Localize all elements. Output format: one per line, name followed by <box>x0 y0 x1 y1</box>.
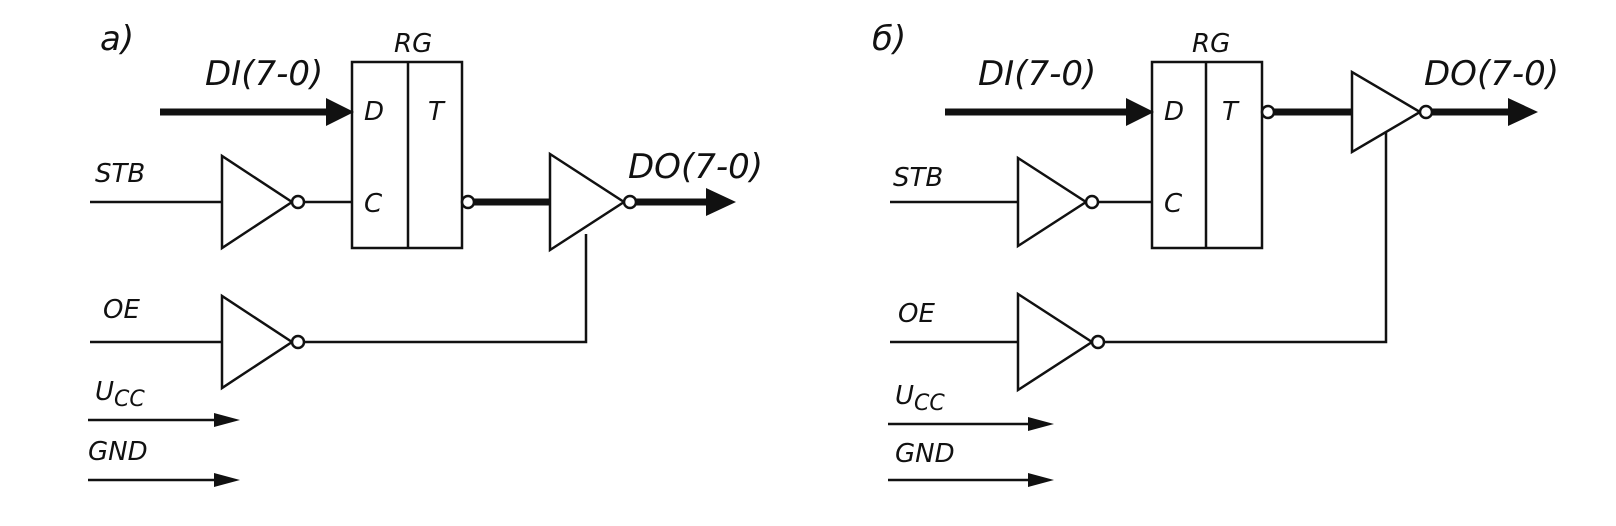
pin-d-a: D <box>364 97 384 127</box>
strobe-inverter-a <box>220 153 295 251</box>
register-output-bubble-b <box>1260 104 1276 120</box>
input-bus-arrow-b <box>1126 98 1154 126</box>
input-bus-arrow-a <box>326 98 354 126</box>
register-output-bubble-a <box>460 194 476 210</box>
output-buffer-a <box>548 151 627 253</box>
pin-c-b: C <box>1164 189 1183 219</box>
panel-label-a: а) <box>100 19 134 59</box>
strobe-label-a: STB <box>95 159 145 189</box>
strobe-inverter-b <box>1016 155 1089 249</box>
power-arrow-a <box>214 413 240 427</box>
enable-label-a: OE <box>103 295 140 325</box>
strobe-label-b: STB <box>893 163 943 193</box>
pin-t-b: T <box>1222 97 1240 127</box>
strobe-inverter-bubble-a <box>290 194 306 210</box>
enable-to-buffer-wire-b <box>1104 132 1388 344</box>
enable-to-buffer-wire-a <box>304 234 588 344</box>
enable-inverter-bubble-a <box>290 334 306 350</box>
input-bus-label-b: DI(7-0) <box>978 54 1096 94</box>
output-bus-arrow-a <box>706 188 736 216</box>
register-label-b: RG <box>1192 29 1230 59</box>
enable-inverter-bubble-b <box>1090 334 1106 350</box>
output-bus-label-a: DO(7-0) <box>628 147 763 187</box>
panel-label-b: б) <box>872 19 906 59</box>
diagram-a: а) RG D T C DI(7-0) STB DO(7-0) OE <box>88 19 763 487</box>
power-label-b: UCC <box>895 381 945 416</box>
register-label-a: RG <box>394 29 432 59</box>
pin-t-a: T <box>428 97 446 127</box>
ground-arrow-a <box>214 473 240 487</box>
strobe-inverter-bubble-b <box>1084 194 1100 210</box>
pin-c-a: C <box>364 189 383 219</box>
enable-inverter-b <box>1016 291 1095 393</box>
output-buffer-bubble-b <box>1418 104 1434 120</box>
enable-inverter-a <box>220 293 295 391</box>
ground-label-a: GND <box>88 437 148 467</box>
power-label-a: UCC <box>95 377 145 412</box>
output-buffer-bubble-a <box>622 194 638 210</box>
output-bus-label-b: DO(7-0) <box>1424 54 1559 94</box>
output-bus-arrow-b <box>1508 98 1538 126</box>
ground-label-b: GND <box>895 439 955 469</box>
ground-arrow-b <box>1028 473 1054 487</box>
power-arrow-b <box>1028 417 1054 431</box>
pin-d-b: D <box>1164 97 1184 127</box>
diagram-b: б) RG D T C DI(7-0) DO(7-0) STB OE <box>872 19 1559 487</box>
enable-label-b: OE <box>898 299 935 329</box>
input-bus-label-a: DI(7-0) <box>205 54 323 94</box>
